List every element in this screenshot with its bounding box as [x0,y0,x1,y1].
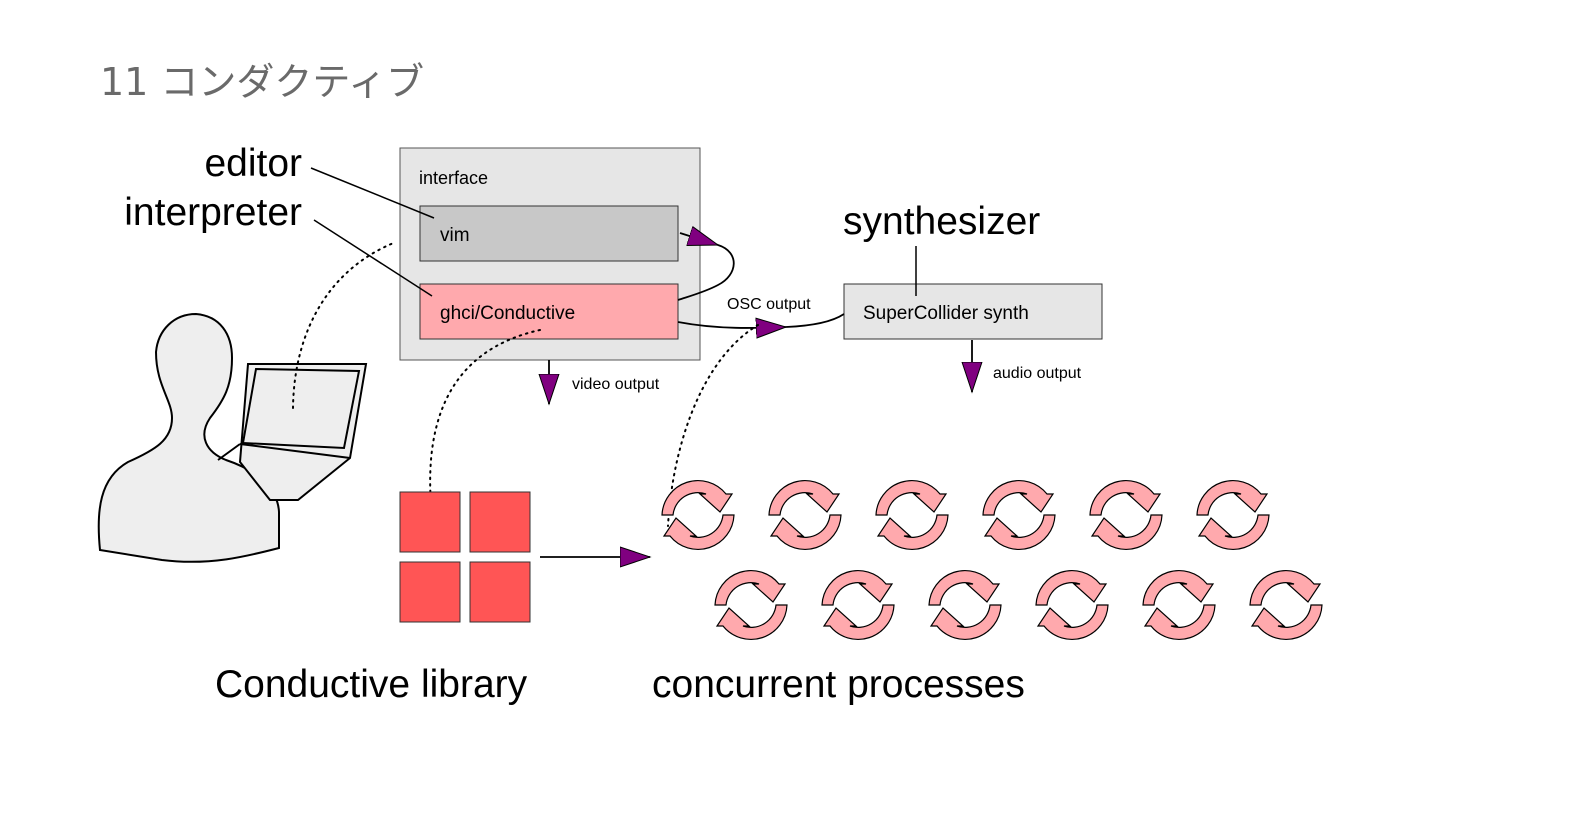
process-cycle-icon [875,479,949,551]
video-output-label: video output [572,376,660,393]
editor-label: editor [204,142,302,185]
process-cycle-icon [714,569,788,641]
ghci-label: ghci/Conductive [440,303,575,324]
process-cycle-icon [661,479,735,551]
osc-output-label: OSC output [727,296,811,313]
library-block [469,491,531,553]
process-cycle-icon [1142,569,1216,641]
synth-box: SuperCollider synth [843,283,1103,340]
process-cycle-icon [928,569,1002,641]
library-block [399,561,461,623]
person-with-laptop-icon [97,312,368,563]
slide-title: 11 コンダクティブ [100,60,424,104]
process-cycle-icon [768,479,842,551]
audio-output-label: audio output [993,365,1082,382]
conductive-library-blocks [399,491,531,623]
process-cycle-icon [821,569,895,641]
vim-box: vim [419,205,679,262]
concurrent-processes-label: concurrent processes [652,663,1025,706]
synthesizer-label: synthesizer [843,200,1040,243]
ghci-box: ghci/Conductive [419,283,679,340]
vim-loop-arrow [677,244,735,301]
concurrent-processes-group [661,479,1323,641]
dotted-link-laptop-vim [292,241,397,409]
library-block [399,491,461,553]
synth-label: SuperCollider synth [863,303,1029,324]
editor-leader [310,167,435,219]
osc-to-synth-link [785,313,845,328]
process-cycle-icon [1035,569,1109,641]
dotted-link-osc-processes [667,324,759,527]
laptop-keyboard-edge [217,443,351,461]
library-block [469,561,531,623]
interpreter-label: interpreter [124,191,302,234]
conductive-library-label: Conductive library [215,663,528,706]
vim-label: vim [440,225,470,246]
vim-loop-arrowhead [679,233,718,245]
osc-output-arrow [677,322,786,328]
laptop-screen [241,367,361,450]
interface-label: interface [419,168,488,188]
process-cycle-icon [982,479,1056,551]
dotted-link-ghci-library [429,329,541,505]
interpreter-leader [313,219,433,297]
process-cycle-icon [1249,569,1323,641]
process-cycle-icon [1196,479,1270,551]
process-cycle-icon [1089,479,1163,551]
